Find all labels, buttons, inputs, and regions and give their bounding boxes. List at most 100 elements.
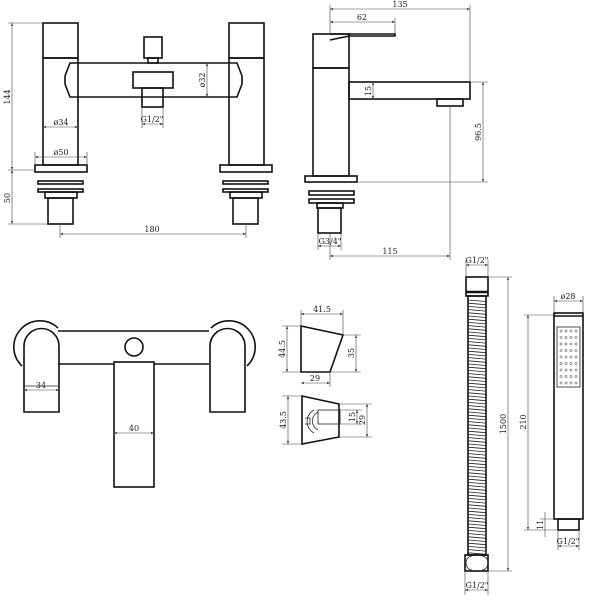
hose-rib: [467, 322, 487, 325]
nozzle: [559, 336, 563, 339]
hose-rib: [467, 366, 487, 370]
nozzle: [574, 329, 578, 333]
nozzle: [559, 375, 563, 378]
hose-rib: [467, 318, 487, 322]
hose-rib: [467, 501, 487, 504]
hose-rib: [467, 459, 487, 462]
hose-rib: [467, 347, 487, 350]
hose-rib: [467, 485, 487, 488]
spray-face: [556, 326, 581, 388]
hose-rib: [467, 354, 487, 357]
hose-rib: [467, 421, 487, 424]
dim-holder-top-width: 41.5: [313, 305, 331, 314]
nozzle: [559, 368, 563, 372]
handset-holder-views: 41.5 44.5 35 29 43.5 15 29: [278, 305, 372, 445]
spout-box: [132, 71, 174, 89]
nozzle: [574, 381, 578, 385]
nozzle: [564, 349, 568, 352]
wall-spout: [113, 361, 155, 488]
dim-hose-top-thread: G1/2": [466, 256, 489, 265]
nozzle: [569, 336, 573, 339]
nozzle: [569, 362, 573, 365]
hose-rib: [467, 552, 487, 555]
nozzle: [569, 381, 573, 385]
hose-rib: [467, 542, 487, 546]
dim-spout-height: 96.5: [474, 123, 483, 141]
holder-clip: [305, 409, 319, 434]
diverter-stem: [147, 57, 159, 64]
hose-rib: [467, 306, 487, 309]
dim-height: 144: [3, 89, 12, 104]
right-rosette: [210, 320, 256, 367]
hose-rib: [467, 379, 487, 382]
nozzle: [569, 368, 573, 372]
hose-rib: [467, 402, 487, 405]
hose-rib: [467, 395, 487, 398]
hose-rib: [467, 434, 487, 437]
dim-spout-width: 40: [129, 424, 139, 433]
hose-rib: [467, 446, 487, 450]
nozzle: [569, 329, 573, 333]
hose-rib: [467, 341, 487, 344]
hose-rib: [467, 363, 487, 366]
hose-rib: [467, 453, 487, 456]
hose-rib: [467, 546, 487, 549]
hose-rib: [467, 376, 487, 379]
hose-rib: [467, 315, 487, 318]
hose-rib: [467, 424, 487, 427]
nozzle: [569, 349, 573, 352]
hose-rib: [467, 302, 487, 306]
hose-rib: [467, 386, 487, 389]
nozzle: [574, 349, 578, 352]
spray-nozzles: [559, 329, 578, 385]
lever: [329, 33, 396, 41]
dim-reach-base: 115: [382, 247, 397, 256]
nozzle: [564, 381, 568, 385]
hose-rib: [467, 418, 487, 421]
nozzle: [564, 336, 568, 339]
nozzle: [574, 355, 578, 359]
hose-rib: [467, 427, 487, 430]
hose-rib: [467, 469, 487, 472]
dim-connector-length: 11: [536, 520, 545, 530]
dim-handset-length: 210: [519, 414, 528, 429]
hose-rib: [467, 405, 487, 408]
side-column: [312, 67, 350, 177]
left-base-assembly: [34, 164, 88, 225]
shower-hose-view: G1/2" 1500 G1/2": [464, 256, 512, 595]
nozzle: [564, 342, 568, 346]
hose-outlet: [141, 87, 164, 108]
nozzle: [574, 375, 578, 378]
hose-rib: [467, 440, 487, 443]
left-handle: [23, 327, 60, 413]
hose-rib: [467, 507, 487, 510]
dim-spout-thickness: 15: [364, 86, 373, 96]
hose-rib: [467, 373, 487, 376]
nozzle: [569, 355, 573, 359]
dim-hose-length: 1500: [499, 414, 508, 434]
dim-outlet-thread: G1/2": [141, 115, 164, 124]
dim-hose-bottom-thread: G1/2": [466, 581, 489, 590]
body-bar: [64, 62, 243, 98]
dim-holder-right-height: 35: [347, 348, 356, 358]
nozzle: [564, 329, 568, 333]
hose-rib: [467, 472, 487, 475]
hose-rib: [467, 514, 487, 517]
dim-inlet-thread: G3/4": [319, 237, 342, 246]
dim-reach-total: 135: [392, 0, 407, 9]
nozzle: [574, 336, 578, 339]
dim-centres: 180: [144, 225, 159, 234]
hose-rib: [467, 536, 487, 539]
dim-holder-bottom-width: 29: [310, 374, 320, 383]
hose-rib: [467, 408, 487, 411]
hose-rib: [467, 450, 487, 453]
holder-side-profile: [300, 325, 345, 373]
left-handle-cap: [42, 22, 79, 59]
hose-rib: [467, 325, 487, 328]
hose-rib: [467, 456, 487, 459]
hose-rib: [467, 549, 487, 552]
hose-rib: [467, 526, 487, 530]
dim-clip-outer: 29: [358, 415, 367, 425]
hose-rib: [467, 350, 487, 354]
